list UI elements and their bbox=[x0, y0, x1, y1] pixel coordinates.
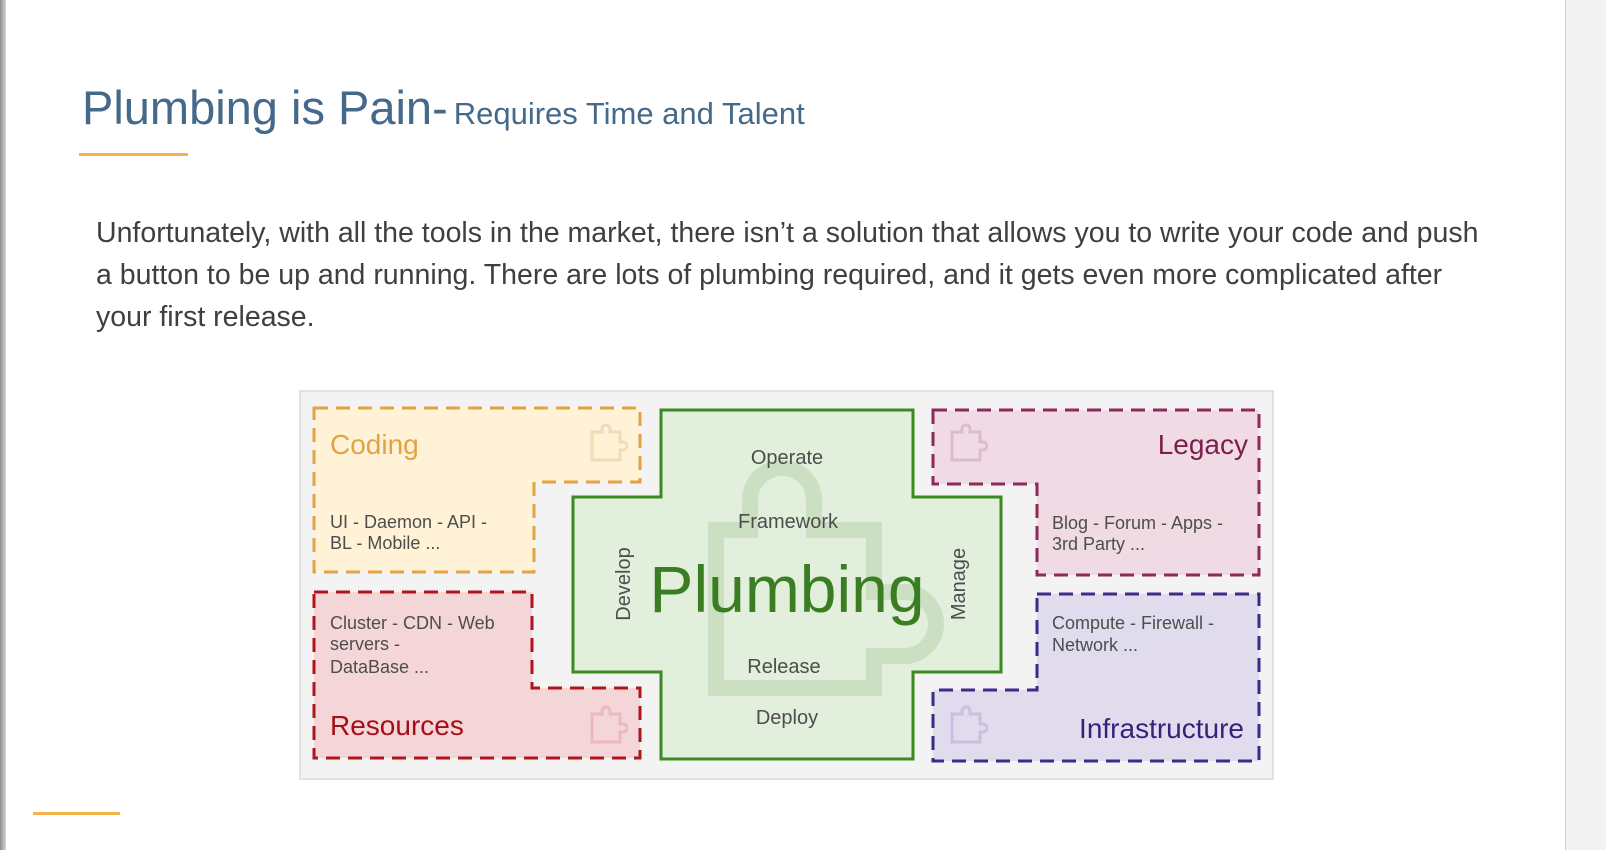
plumbing-develop: Develop bbox=[613, 547, 635, 620]
legacy-region bbox=[931, 408, 1261, 577]
coding-line-2: BL - Mobile ... bbox=[330, 533, 440, 553]
resources-line-1: Cluster - CDN - Web bbox=[330, 613, 495, 633]
plumbing-operate: Operate bbox=[751, 447, 823, 469]
coding-line-1: UI - Daemon - API - bbox=[330, 512, 487, 532]
plumbing-manage: Manage bbox=[948, 548, 970, 620]
resources-region bbox=[312, 590, 642, 760]
legacy-title: Legacy bbox=[1158, 429, 1248, 460]
left-window-edge bbox=[0, 0, 6, 850]
slide-title: Plumbing is Pain-Requires Time and Talen… bbox=[82, 80, 805, 135]
intro-paragraph: Unfortunately, with all the tools in the… bbox=[96, 217, 1479, 333]
puzzle-piece-icon bbox=[708, 460, 944, 696]
plumbing-framework: Framework bbox=[738, 511, 839, 533]
infrastructure-title: Infrastructure bbox=[1079, 713, 1244, 744]
slide-title-main: Plumbing is Pain- bbox=[82, 81, 448, 134]
slide-subtitle: Requires Time and Talent bbox=[453, 96, 805, 131]
infrastructure-line-2: Network ... bbox=[1052, 635, 1138, 655]
legacy-line-1: Blog - Forum - Apps - bbox=[1052, 513, 1223, 533]
resources-line-3: DataBase ... bbox=[330, 657, 429, 677]
plumbing-region bbox=[571, 408, 1003, 761]
plumbing-deploy: Deploy bbox=[756, 707, 818, 729]
coding-region bbox=[312, 406, 642, 574]
plumbing-release: Release bbox=[747, 656, 820, 678]
infrastructure-line-1: Compute - Firewall - bbox=[1052, 613, 1214, 633]
coding-title: Coding bbox=[330, 429, 419, 460]
resources-line-2: servers - bbox=[330, 634, 400, 654]
resources-title: Resources bbox=[330, 710, 464, 741]
infrastructure-region bbox=[931, 592, 1261, 763]
legacy-line-2: 3rd Party ... bbox=[1052, 534, 1145, 554]
footer-accent-line bbox=[33, 812, 120, 815]
title-accent-line bbox=[79, 153, 188, 156]
plumbing-title: Plumbing bbox=[649, 552, 924, 626]
right-scroll-area[interactable] bbox=[1565, 0, 1606, 850]
